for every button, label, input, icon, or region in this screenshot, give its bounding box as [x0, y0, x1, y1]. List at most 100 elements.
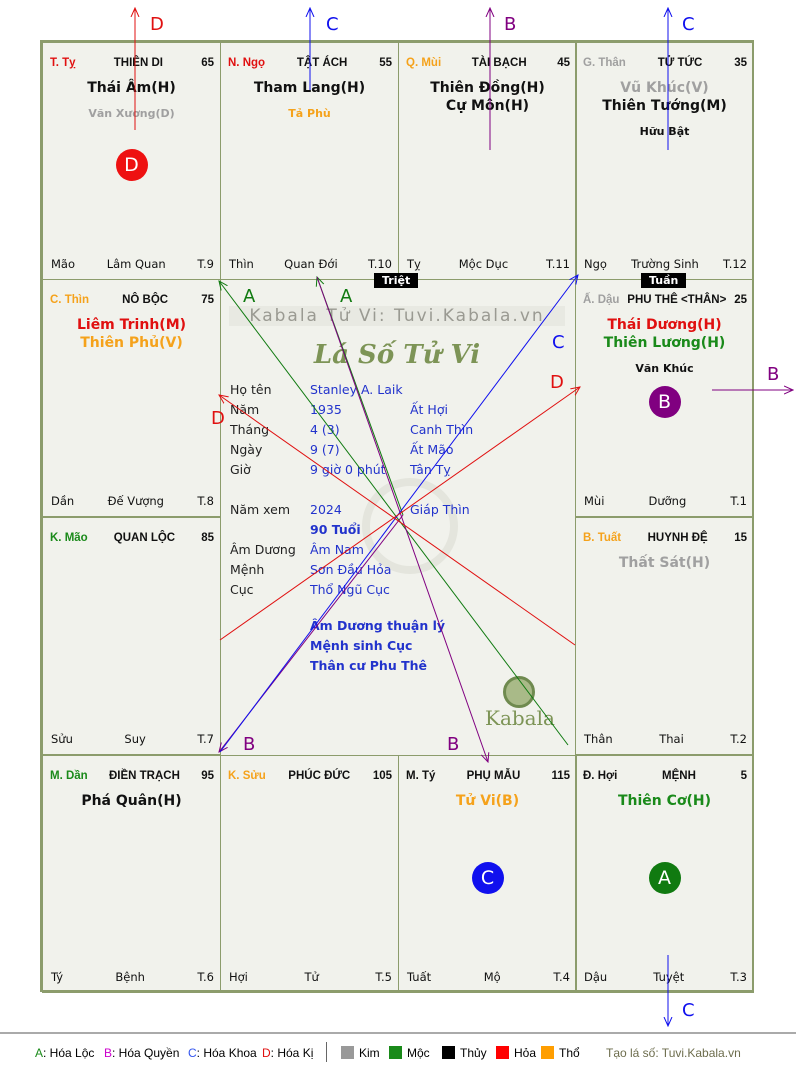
watermark: Kabala Tử Vi: Tuvi.Kabala.vn — [229, 306, 565, 326]
arrow-label: B — [504, 14, 516, 35]
main-star: Thiên Phủ(V) — [80, 335, 183, 351]
legend-divider — [326, 1042, 327, 1062]
info-label: Năm xem — [230, 502, 291, 517]
legend-text: : Hóa Kị — [270, 1046, 314, 1060]
life-stage: Tử — [304, 970, 319, 984]
branch: Dần — [51, 494, 75, 508]
info-label: Giờ — [230, 462, 251, 477]
info-note: Mệnh sinh Cục — [310, 638, 413, 653]
life-stage: Dưỡng — [648, 494, 687, 508]
info-value: 9 (7) — [310, 442, 340, 457]
can-chi: G. Thân — [583, 57, 626, 69]
info-label: Ngày — [230, 442, 263, 457]
main-star: Thiên Lương(H) — [603, 335, 726, 351]
kabala-logo: Kabala — [485, 706, 555, 730]
arrow-label: C — [682, 1000, 695, 1021]
main-stars: Tử Vi(B) — [399, 792, 576, 810]
info-label: Mệnh — [230, 562, 265, 577]
legend-element-item: Thủy — [442, 1046, 487, 1060]
info-note: Thân cư Phu Thê — [310, 658, 427, 673]
legend-hoa-item: D: Hóa Kị — [262, 1046, 313, 1060]
element-swatch — [442, 1046, 455, 1059]
info-value: 90 Tuổi — [310, 522, 361, 537]
month: T.11 — [546, 257, 570, 271]
life-stage: Tuyệt — [653, 970, 685, 984]
main-stars: Thiên Đồng(H)Cự Môn(H) — [399, 79, 576, 115]
main-star: Tham Lang(H) — [253, 80, 366, 96]
info-ganzhi: Tân Tỵ — [410, 462, 451, 477]
legend-text: Hỏa — [514, 1046, 537, 1060]
element-swatch — [541, 1046, 554, 1059]
month: T.9 — [197, 257, 214, 271]
minor-star: Văn Xương(D) — [88, 107, 175, 120]
kabala-logo-icon — [503, 676, 535, 708]
tuan-tag: Tuần — [641, 273, 687, 288]
palace-name: THIÊN DI — [113, 57, 163, 69]
info-ganzhi: Giáp Thìn — [410, 502, 470, 517]
element-swatch — [341, 1046, 354, 1059]
minor-star: Hữu Bật — [639, 125, 690, 138]
palace-age: 35 — [734, 57, 747, 69]
info-label: Họ tên — [230, 382, 272, 397]
arrow-label: C — [682, 14, 695, 35]
palace-age: 115 — [551, 770, 570, 782]
palace-name: PHỤ MẪU — [466, 770, 521, 782]
info-label: Âm Dương — [230, 542, 296, 557]
legend-hoa-item: A: Hóa Lộc — [35, 1046, 94, 1060]
life-stage: Trường Sinh — [631, 257, 699, 271]
palace-name: PHU THÊ <THÂN> — [627, 294, 727, 306]
life-stage: Suy — [124, 732, 146, 746]
main-stars: Vũ Khúc(V)Thiên Tướng(M)Hữu Bật — [576, 79, 753, 141]
legend-element-item: Kim — [341, 1046, 380, 1060]
can-chi: B. Tuất — [583, 532, 622, 544]
legend-text: : Hóa Khoa — [196, 1046, 257, 1060]
palace-age: 95 — [201, 770, 214, 782]
branch: Tý — [51, 970, 64, 984]
credit-link[interactable]: Tạo lá số: Tuvi.Kabala.vn — [606, 1046, 741, 1060]
can-chi: C. Thìn — [50, 294, 89, 306]
main-stars: Thiên Cơ(H) — [576, 792, 753, 810]
info-value: 1935 — [310, 402, 342, 417]
month: T.1 — [730, 494, 747, 508]
branch: Hợi — [229, 970, 248, 984]
info-note: Âm Dương thuận lý — [310, 618, 446, 633]
info-value: Sơn Đầu Hỏa — [310, 562, 392, 577]
hoa-badge: A — [648, 862, 681, 894]
month: T.10 — [368, 257, 392, 271]
palace-age: 75 — [201, 294, 214, 306]
main-stars: Liêm Trinh(M)Thiên Phủ(V) — [43, 316, 220, 352]
palace-age: 65 — [201, 57, 214, 69]
can-chi: Q. Mùi — [406, 57, 442, 69]
legend-text: Thủy — [460, 1046, 487, 1060]
palace-age: 85 — [201, 532, 214, 544]
logo-title: Lá Số Tử Vi — [313, 340, 481, 370]
life-stage: Thai — [659, 732, 684, 746]
palace-name: ĐIỀN TRẠCH — [108, 770, 180, 782]
main-star: Cự Môn(H) — [445, 98, 530, 114]
